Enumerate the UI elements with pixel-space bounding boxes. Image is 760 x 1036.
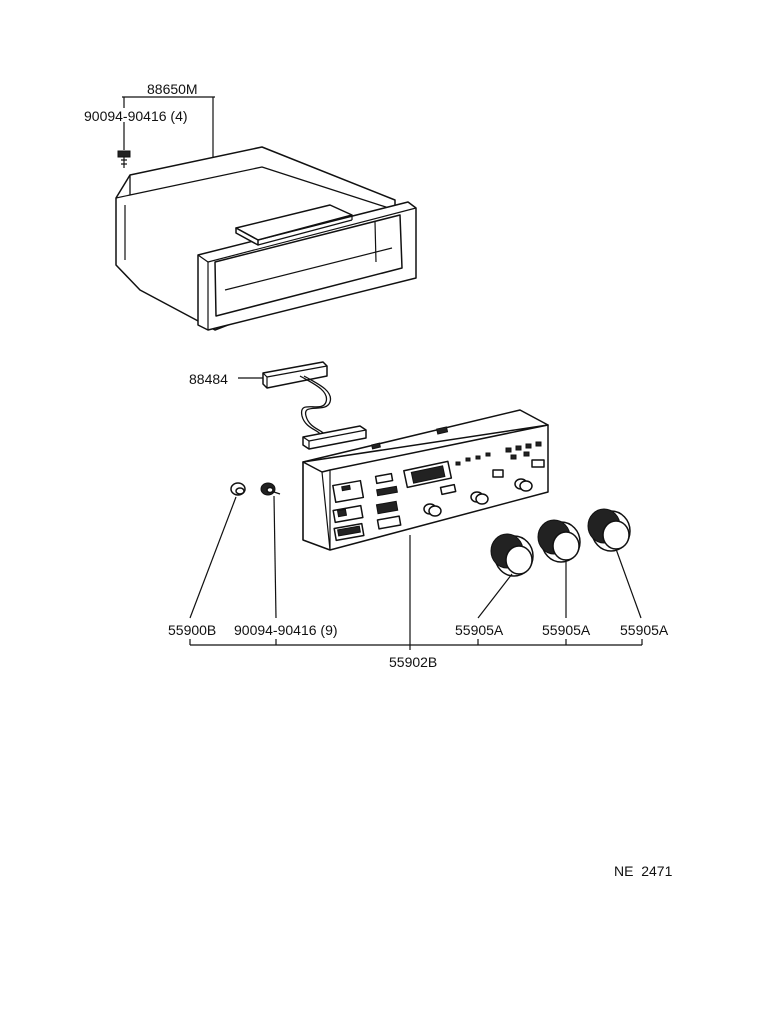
wire-harness-88484 — [262, 361, 367, 450]
control-panel-55902b — [302, 409, 549, 551]
label-55902b: 55902B — [389, 654, 437, 670]
assembly-bracket — [189, 639, 643, 646]
label-90094-90416-9: 90094-90416 (9) — [234, 622, 338, 638]
label-88484: 88484 — [189, 371, 228, 387]
label-55905a-3: 55905A — [620, 622, 669, 638]
drawing-code: NE 2471 — [614, 863, 673, 879]
label-90094-90416-4: 90094-90416 (4) — [84, 108, 188, 124]
housing-88650m — [115, 146, 417, 331]
knob-55905a-3 — [587, 508, 631, 552]
label-88650m: 88650M — [147, 81, 198, 97]
panel-screw-icon — [260, 482, 281, 496]
label-55905a-2: 55905A — [542, 622, 591, 638]
bulb-55900b — [230, 482, 246, 496]
knob-55905a-2 — [537, 519, 581, 563]
screw-icon — [117, 150, 131, 168]
label-55900b: 55900B — [168, 622, 216, 638]
knob-55905a-1 — [490, 533, 534, 577]
label-55905a-1: 55905A — [455, 622, 504, 638]
